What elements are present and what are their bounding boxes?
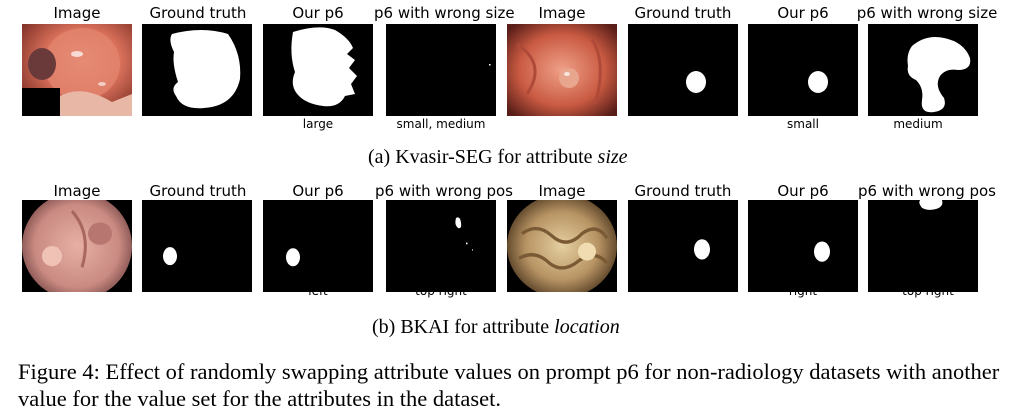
row-a-our-p6-2 [748,24,858,116]
row-a-wrong-size-2 [868,24,978,116]
row-a-ground-truth-2 [628,24,738,116]
row-b-header-our-p6-2: Our p6 [777,182,829,200]
row-b-header-image-2: Image [538,182,586,200]
row-a-header-ground-truth-2: Ground truth [634,4,732,22]
row-b-sublabel-wrong-pos-1: top right [415,284,467,298]
figure-caption: Figure 4: Effect of randomly swapping at… [18,359,1000,411]
row-b-sublabel-our-p6-2: right [788,284,818,298]
row-b-sublabel-wrong-pos-2: top right [902,284,954,298]
row-a-header-ground-truth-1: Ground truth [149,4,247,22]
row-a-header-image-2: Image [538,4,586,22]
row-b-our-p6-2 [748,200,858,292]
row-b-image-2 [507,200,617,292]
row-a-header-wrong-size-2: p6 with wrong size [856,4,998,22]
row-a-ground-truth-1 [142,24,252,116]
row-b-header-wrong-pos-1: p6 with wrong pos [374,182,514,200]
row-a-image-1 [22,24,132,116]
row-b-caption-attribute: location [554,316,620,338]
row-a-header-wrong-size-1: p6 with wrong size [374,4,515,22]
row-a-caption-attribute: size [597,146,628,168]
row-a-sublabel-wrong-size-1: small, medium [396,117,486,131]
row-a-wrong-size-1 [386,24,496,116]
row-b-header-image-1: Image [53,182,101,200]
row-b-ground-truth-2 [628,200,738,292]
row-a-header-our-p6-2: Our p6 [777,4,829,22]
row-b-caption: (b) BKAI for attribute location [372,316,620,338]
row-a-our-p6-1 [263,24,373,116]
row-b-image-1 [22,200,132,292]
row-b-our-p6-1 [263,200,373,292]
row-b-wrong-pos-1 [386,200,496,292]
row-b-wrong-pos-2 [868,200,978,292]
row-a-header-image-1: Image [53,4,101,22]
row-a-sublabel-our-p6-1: large [302,117,334,131]
row-b-header-ground-truth-2: Ground truth [634,182,732,200]
row-b-sublabel-our-p6-1: left [308,284,328,298]
row-b-ground-truth-1 [142,200,252,292]
row-a-header-our-p6-1: Our p6 [292,4,344,22]
row-b-header-wrong-pos-2: p6 with wrong pos [857,182,997,200]
row-a-caption: (a) Kvasir-SEG for attribute size [368,146,628,168]
row-b-header-ground-truth-1: Ground truth [149,182,247,200]
row-b-header-our-p6-1: Our p6 [292,182,344,200]
row-a-image-2 [507,24,617,116]
row-a-sublabel-our-p6-2: small [787,117,819,131]
row-a-sublabel-wrong-size-2: medium [893,117,943,131]
